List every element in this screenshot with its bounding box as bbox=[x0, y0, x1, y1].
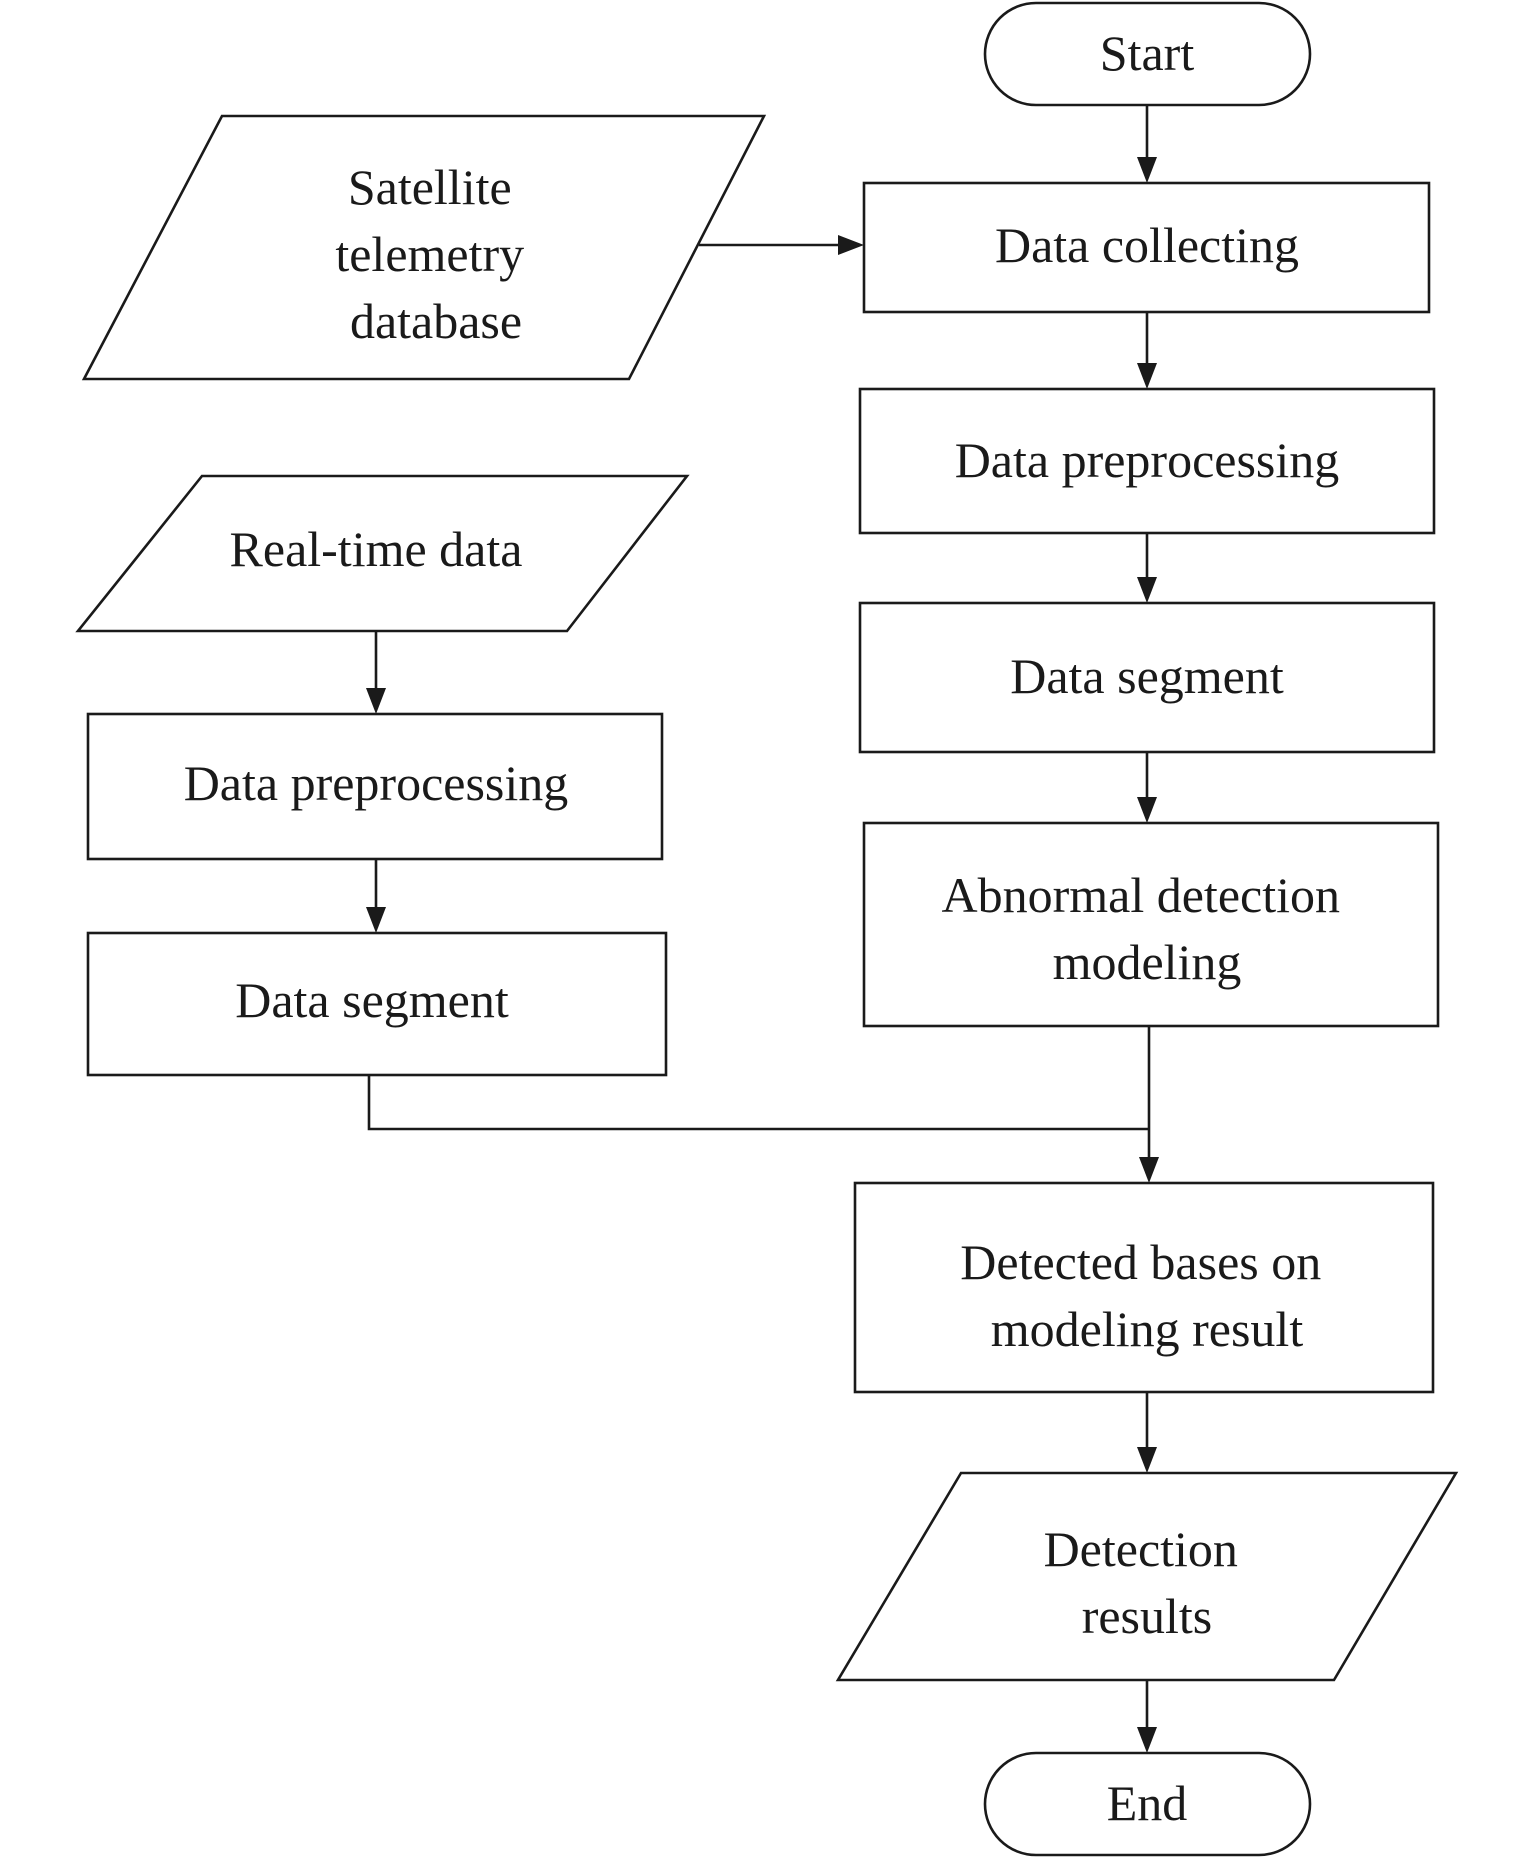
real-time-data-label: Real-time data bbox=[230, 521, 523, 577]
data-segment-left-node: Data segment bbox=[86, 931, 668, 1077]
detection-results-node: Detection results bbox=[835, 1471, 1459, 1682]
data-collecting-label: Data collecting bbox=[995, 217, 1299, 273]
data-preprocessing-right-node: Data preprocessing bbox=[858, 387, 1436, 535]
telemetry-database-line-2: telemetry bbox=[335, 226, 524, 282]
start-label: Start bbox=[1100, 25, 1195, 81]
end-label: End bbox=[1107, 1775, 1188, 1831]
arrow-start-to-collecting bbox=[1137, 105, 1157, 183]
telemetry-database-line-3: database bbox=[350, 293, 522, 349]
arrow-segment-to-modeling bbox=[1137, 752, 1157, 823]
arrow-realtime-to-preprocessing bbox=[366, 631, 386, 714]
data-segment-left-label: Data segment bbox=[235, 972, 509, 1028]
abnormal-detection-modeling-line-1: Abnormal detection bbox=[942, 867, 1341, 923]
arrow-preprocessing-to-segment-left bbox=[366, 859, 386, 933]
arrow-collecting-to-preprocessing bbox=[1137, 312, 1157, 389]
data-collecting-node: Data collecting bbox=[862, 181, 1431, 314]
data-preprocessing-right-label: Data preprocessing bbox=[955, 432, 1340, 488]
end-node: End bbox=[983, 1751, 1312, 1857]
arrow-preprocessing-to-segment-right bbox=[1137, 533, 1157, 603]
detection-results-line-1: Detection bbox=[1044, 1521, 1238, 1577]
arrow-detected-to-results bbox=[1137, 1392, 1157, 1473]
detection-results-line-2: results bbox=[1082, 1588, 1213, 1644]
data-segment-right-label: Data segment bbox=[1010, 648, 1284, 704]
abnormal-detection-modeling-line-2: modeling bbox=[1053, 934, 1242, 990]
arrow-results-to-end bbox=[1137, 1680, 1157, 1753]
detected-bases-label: Detected bases on modeling result bbox=[960, 1234, 1333, 1357]
arrow-database-to-collecting bbox=[699, 235, 864, 255]
start-node: Start bbox=[983, 1, 1312, 107]
telemetry-database-line-1: Satellite bbox=[348, 159, 512, 215]
detected-bases-node: Detected bases on modeling result bbox=[853, 1181, 1435, 1394]
abnormal-detection-modeling-node: Abnormal detection modeling bbox=[862, 821, 1440, 1028]
line-segment-left-to-junction bbox=[367, 1075, 1149, 1131]
data-preprocessing-left-node: Data preprocessing bbox=[86, 712, 664, 861]
arrow-modeling-to-detected bbox=[1139, 1026, 1159, 1183]
telemetry-database-node: Satellite telemetry database bbox=[81, 114, 767, 381]
abnormal-detection-modeling-label: Abnormal detection modeling bbox=[942, 867, 1353, 990]
detection-results-label: Detection results bbox=[1044, 1521, 1251, 1644]
data-segment-right-node: Data segment bbox=[858, 601, 1436, 754]
real-time-data-node: Real-time data bbox=[75, 474, 690, 633]
telemetry-database-label: Satellite telemetry database bbox=[335, 159, 536, 349]
detected-bases-line-1: Detected bases on bbox=[960, 1234, 1321, 1290]
data-preprocessing-left-label: Data preprocessing bbox=[184, 755, 569, 811]
detected-bases-line-2: modeling result bbox=[991, 1301, 1304, 1357]
